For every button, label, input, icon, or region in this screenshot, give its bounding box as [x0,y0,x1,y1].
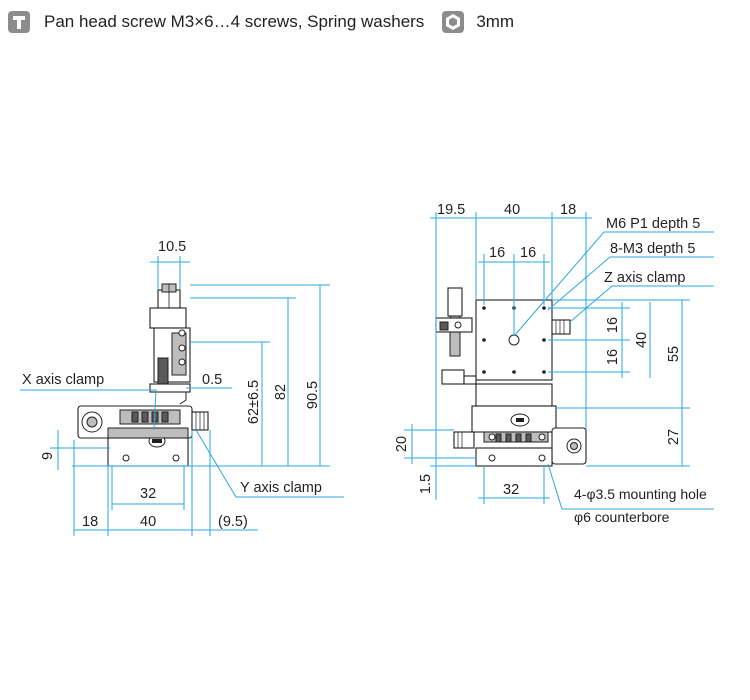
hex-wrench-icon [442,11,465,33]
spec-header: Pan head screw M3×6…4 screws, Spring was… [8,8,514,36]
left-xy-stage [77,405,209,467]
left-dimensions [20,256,344,536]
right-dim-bottom-32: 32 [503,482,519,498]
left-dim-right-offset: (9.5) [218,514,248,530]
right-dim-base-20: 20 [394,436,410,452]
left-view: 10.5 90.5 82 62±6.5 0.5 9 32 18 40 (9.5)… [20,239,344,536]
right-dim-base-15: 1.5 [418,474,434,494]
left-dim-travel: 62±6.5 [246,380,262,424]
left-dim-base-width: 32 [140,486,156,502]
left-dim-left-offset: 18 [82,514,98,530]
right-dim-vert-16b: 16 [605,349,621,365]
right-dim-top-left: 19.5 [437,202,465,218]
right-dimensions [404,212,714,510]
right-dim-vert-40: 40 [634,332,650,348]
x-axis-clamp-label: X axis clamp [22,372,104,388]
mounting-hole-label: 4-φ3.5 mounting hole [574,486,707,502]
left-dim-offset: 0.5 [202,372,222,388]
right-dim-vert-55: 55 [666,346,682,362]
z-axis-clamp-label: Z axis clamp [604,270,685,286]
right-z-stage [435,287,587,467]
right-dim-vert-27: 27 [666,429,682,445]
m3-thread-label: 8-M3 depth 5 [610,241,695,257]
right-dim-top-mid: 40 [504,202,520,218]
right-dim-hole-a: 16 [489,245,505,261]
left-dim-base-height: 9 [40,452,56,460]
left-dim-82: 82 [273,384,289,400]
left-z-stage [149,283,191,405]
hex-size-text: 3mm [476,12,515,31]
left-dim-total-height: 90.5 [305,381,321,409]
m6-thread-label: M6 P1 depth 5 [606,216,700,232]
pan-head-screw-icon [8,11,30,33]
screw-spec-text: Pan head screw M3×6…4 screws, Spring was… [44,12,425,31]
left-dim-top-width: 10.5 [158,239,186,255]
y-axis-clamp-label: Y axis clamp [240,480,322,496]
right-dim-vert-16a: 16 [605,317,621,333]
right-dim-top-right: 18 [560,202,576,218]
counterbore-label: φ6 counterbore [574,509,670,525]
left-dim-40: 40 [140,514,156,530]
right-dim-hole-b: 16 [520,245,536,261]
right-view: 19.5 40 18 16 16 16 16 40 55 27 20 1.5 3… [394,202,714,525]
